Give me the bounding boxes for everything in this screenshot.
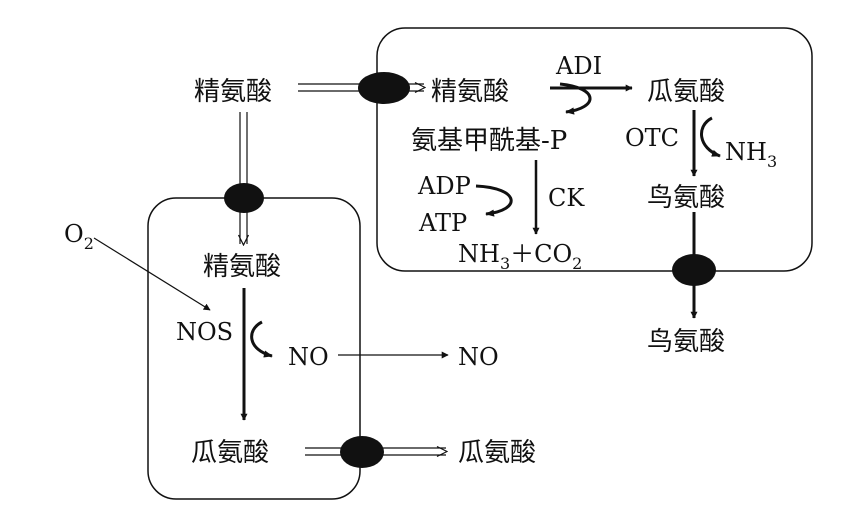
label-carbamoyl-phosphate: 氨基甲酰基-P — [411, 126, 567, 156]
transporter-left — [224, 183, 264, 213]
label-ornithine-right-cell: 鸟氨酸 — [647, 183, 725, 213]
label-atp: ATP — [418, 209, 467, 237]
label-no-inside: NO — [288, 343, 329, 371]
right-cell-compartment — [376, 27, 813, 272]
label-citrulline-left-cell: 瓜氨酸 — [191, 438, 269, 468]
transport-arrow-left-down — [240, 112, 247, 245]
label-adi-enzyme: ADI — [555, 52, 602, 80]
label-ornithine-outside: 鸟氨酸 — [647, 327, 725, 357]
label-nh3-otc: NH3 — [725, 138, 777, 171]
o2-input-arrow — [93, 237, 211, 311]
ck-side-arrow — [475, 184, 513, 217]
label-citrulline-right-cell: 瓜氨酸 — [647, 77, 725, 107]
label-adp: ADP — [417, 172, 471, 200]
label-otc-enzyme: OTC — [625, 124, 679, 152]
nos-side-arrow — [250, 320, 273, 358]
otc-side-arrow — [700, 116, 721, 158]
label-arginine-right-cell: 精氨酸 — [431, 77, 509, 107]
label-arginine-left-cell: 精氨酸 — [203, 252, 281, 282]
label-o2: O2 — [64, 220, 94, 253]
label-nos-enzyme: NOS — [176, 318, 233, 346]
label-ck-enzyme: CK — [548, 184, 585, 212]
label-no-outside: NO — [458, 343, 499, 371]
transporter-bottom — [340, 436, 384, 468]
transporter-top — [358, 72, 410, 104]
label-arginine-outside: 精氨酸 — [194, 77, 272, 107]
adi-side-arrow — [559, 82, 592, 115]
label-nh3-co2: NH3＋CO2 — [458, 240, 582, 273]
label-citrulline-outside: 瓜氨酸 — [458, 438, 536, 468]
